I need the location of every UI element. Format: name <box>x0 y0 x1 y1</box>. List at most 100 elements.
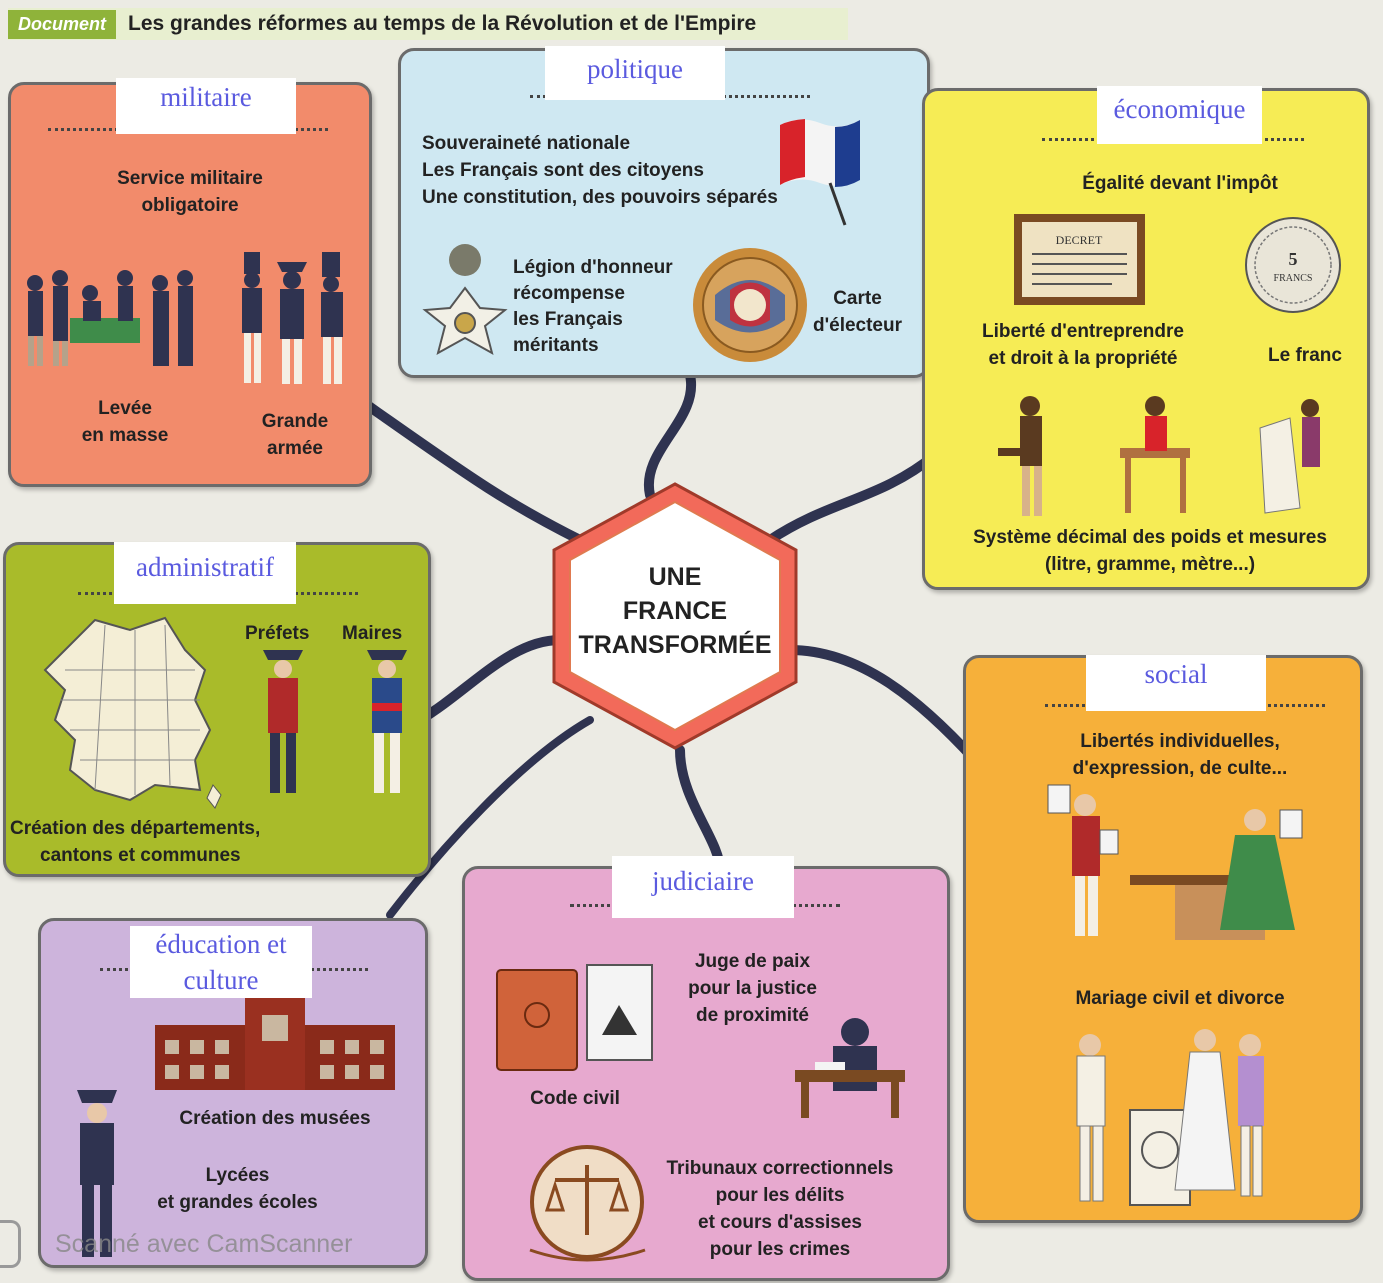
code-civil-text: Code civil <box>530 1088 620 1109</box>
le-franc-text: Le franc <box>1268 345 1342 366</box>
levee-line2: en masse <box>81 425 169 446</box>
levee-en-masse-illustration <box>27 270 193 366</box>
branch-judiciaire <box>675 745 725 875</box>
militaire-service-line1: Service militaire <box>117 168 263 189</box>
legion-line3: les Français <box>513 309 623 330</box>
branch-administratif <box>415 635 565 725</box>
militaire-service-text: Service militaire obligatoire <box>90 165 290 219</box>
juge-line1: Juge de paix <box>694 951 811 972</box>
branch-education <box>386 716 594 919</box>
tribunaux-line2: pour les délits <box>715 1185 845 1206</box>
lycees-line2: et grandes écoles <box>157 1192 318 1213</box>
document-tag: Document <box>8 9 117 39</box>
french-flag-icon <box>780 119 860 226</box>
education-label-line2: culture <box>183 965 259 995</box>
decimal-line1: Système décimal des poids et mesures <box>973 527 1327 548</box>
decret-text: DECRET <box>1056 233 1103 247</box>
carte-line2: d'électeur <box>813 315 902 336</box>
creation-departements-text: Création des départements, cantons et co… <box>10 815 340 869</box>
poids-mesures-illustration <box>998 396 1320 516</box>
systeme-decimal-text: Système décimal des poids et mesures (li… <box>940 524 1360 578</box>
balance-justice-icon <box>529 1145 646 1262</box>
creation-musees-text: Création des musées <box>179 1108 371 1129</box>
levee-en-masse-text: Levée en masse <box>50 395 200 449</box>
education-label: éducation et culture <box>130 926 312 998</box>
branch-militaire <box>355 395 585 545</box>
politique-line2: Les Français sont des citoyens <box>422 160 704 181</box>
maire-figure <box>367 650 407 793</box>
grande-armee-illustration <box>242 252 343 384</box>
liberte-line1: Liberté d'entreprendre <box>982 321 1184 342</box>
politique-line3: Une constitution, des pouvoirs séparés <box>422 187 778 208</box>
carte-electeur-icon <box>693 248 807 362</box>
libertes-individuelles-text: Libertés individuelles, d'expression, de… <box>1040 728 1320 782</box>
juge-line3: de proximité <box>696 1005 809 1026</box>
militaire-service-line2: obligatoire <box>141 195 239 216</box>
liberte-entreprendre-text: Liberté d'entreprendre et droit à la pro… <box>958 318 1208 372</box>
center-hexagon <box>552 482 798 750</box>
document-title: Les grandes réformes au temps de la Révo… <box>128 12 757 35</box>
coin-small: FRANCS <box>1274 273 1313 284</box>
tribunaux-text: Tribunaux correctionnels pour les délits… <box>650 1155 910 1263</box>
creation-line1: Création des départements, <box>10 818 261 839</box>
economique-label: économique <box>1097 86 1262 144</box>
musee-building-icon <box>155 985 395 1090</box>
coin-value: 5 <box>1289 249 1298 269</box>
decimal-line2: (litre, gramme, mètre...) <box>1044 554 1256 575</box>
creation-line2: cantons et communes <box>40 845 241 866</box>
center-title: UNE FRANCE TRANSFORMÉE <box>548 560 802 662</box>
mariage-civil-text: Mariage civil et divorce <box>1075 988 1285 1009</box>
administratif-label: administratif <box>114 542 296 604</box>
tribunaux-line1: Tribunaux correctionnels <box>666 1158 894 1179</box>
legion-honneur-text: Légion d'honneur récompense les Français… <box>513 255 703 359</box>
mariage-illustration <box>1076 1029 1264 1206</box>
carte-line1: Carte <box>833 288 882 309</box>
carte-electeur-text: Carte d'électeur <box>800 285 915 339</box>
tribunaux-line3: et cours d'assises <box>698 1212 862 1233</box>
legion-line2: récompense <box>513 283 625 304</box>
armee-line2: armée <box>267 438 323 459</box>
document-header: Document Les grandes réformes au temps d… <box>8 8 848 40</box>
liberte-line2: et droit à la propriété <box>988 348 1178 369</box>
juge-de-paix-text: Juge de paix pour la justice de proximit… <box>665 948 840 1029</box>
juge-illustration <box>795 1018 905 1118</box>
code-civil-books-icon <box>496 964 653 1071</box>
juge-line2: pour la justice <box>688 978 817 999</box>
grande-armee-text: Grande armée <box>230 408 360 462</box>
politique-label: politique <box>545 46 725 100</box>
legion-line1: Légion d'honneur <box>513 257 673 278</box>
libertes-line1: Libertés individuelles, <box>1080 731 1280 752</box>
center-line2: FRANCE <box>622 597 728 625</box>
politique-main-text: Souveraineté nationale Les Français sont… <box>422 130 842 211</box>
camscanner-icon <box>0 1220 21 1268</box>
politique-line1: Souveraineté nationale <box>422 133 631 154</box>
libertes-illustration <box>1047 784 1303 940</box>
branch-economique <box>765 450 940 545</box>
social-label: social <box>1086 655 1266 711</box>
libertes-line2: d'expression, de culte... <box>1072 758 1288 779</box>
tribunaux-line4: pour les crimes <box>709 1239 851 1260</box>
lycees-line1: Lycées <box>205 1165 270 1186</box>
center-line3: TRANSFORMÉE <box>578 631 772 659</box>
prefets-text: Préfets <box>245 623 310 644</box>
france-departements-map <box>43 616 222 809</box>
center-line1: UNE <box>648 563 702 591</box>
egalite-impot-text: Égalité devant l'impôt <box>1082 173 1278 194</box>
maires-text: Maires <box>342 623 403 644</box>
education-label-line1: éducation et <box>155 929 287 959</box>
prefet-figure <box>263 650 303 793</box>
camscanner-watermark: Scanné avec CamScanner <box>55 1230 353 1258</box>
branch-politique <box>643 370 697 500</box>
legion-honneur-icon <box>422 244 508 356</box>
decret-document-icon: DECRET <box>1014 214 1145 305</box>
lyceen-figure <box>77 1090 117 1257</box>
militaire-label: militaire <box>116 78 296 134</box>
lycees-text: Lycées et grandes écoles <box>130 1162 345 1216</box>
judiciaire-label: judiciaire <box>612 856 794 918</box>
legion-line4: méritants <box>513 335 599 356</box>
levee-line1: Levée <box>98 398 152 419</box>
branch-social <box>785 645 980 765</box>
armee-line1: Grande <box>261 411 329 432</box>
franc-coin-icon: 5 FRANCS <box>1245 217 1341 313</box>
